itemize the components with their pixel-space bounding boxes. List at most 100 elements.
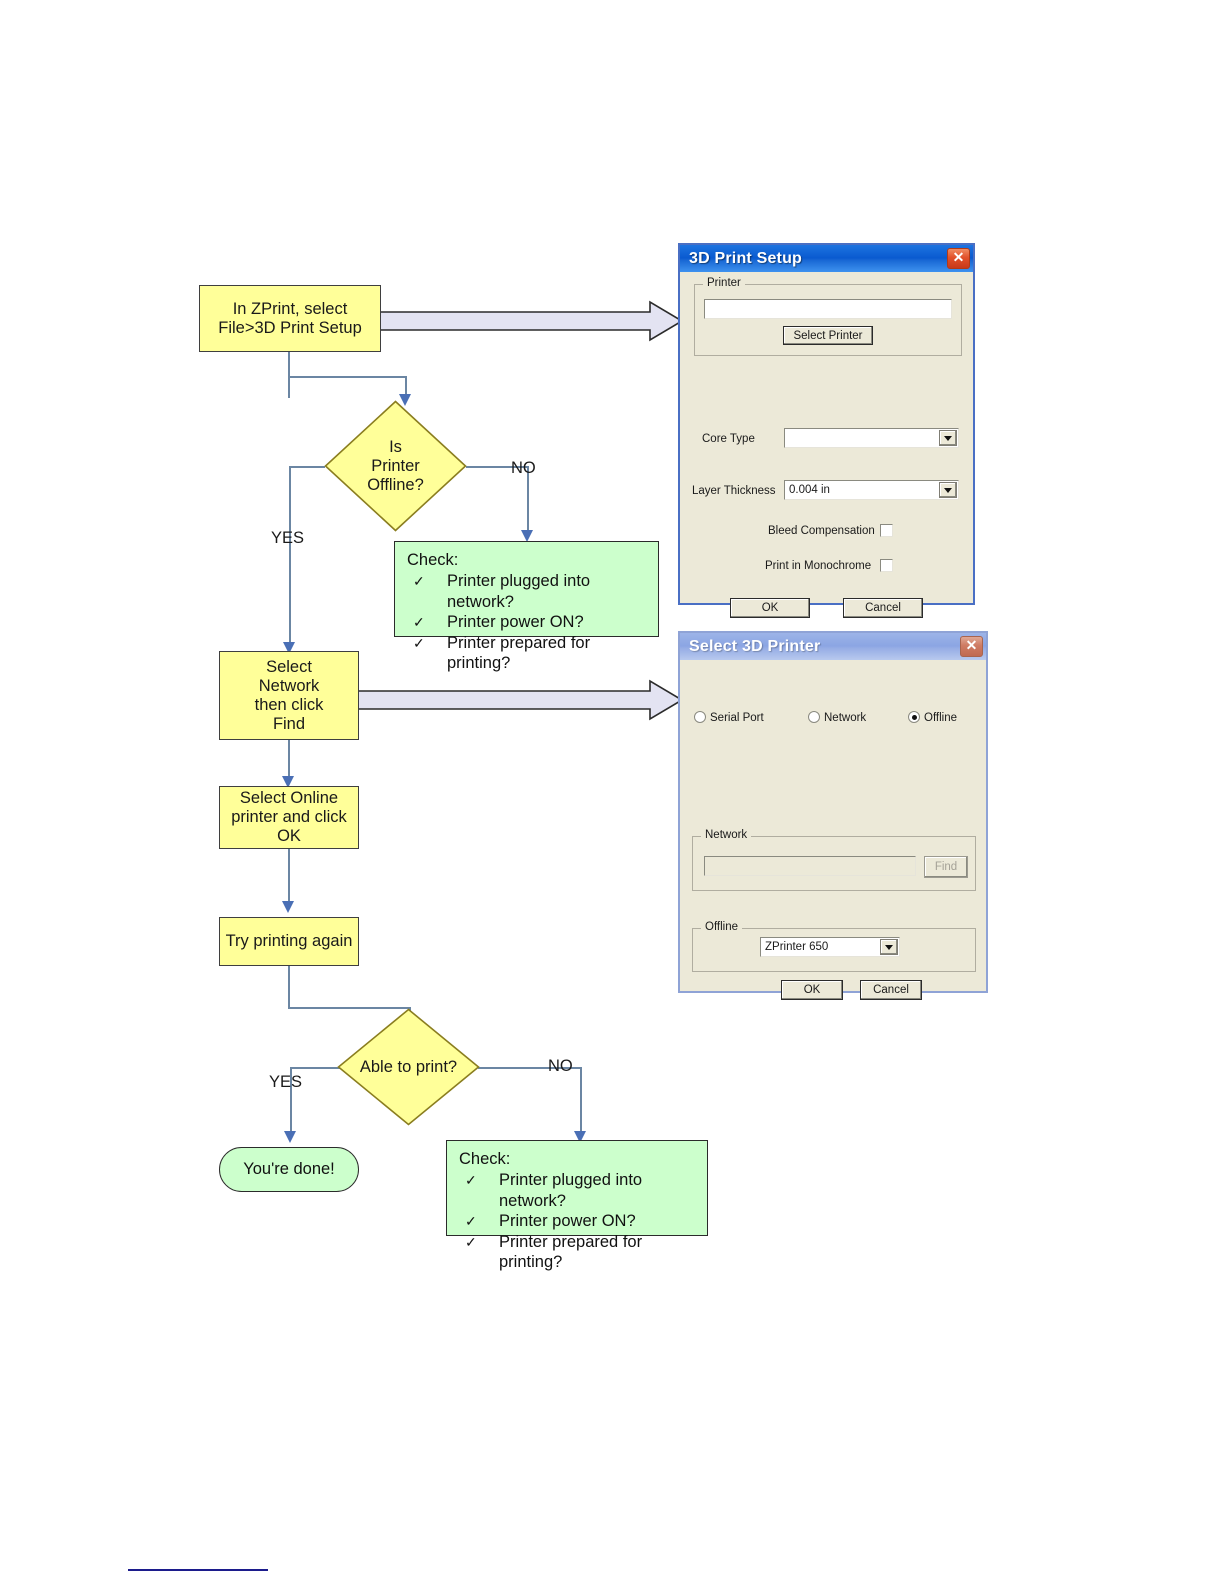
select-printer-button[interactable]: Select Printer <box>783 326 873 345</box>
flow-node-start-process-label: In ZPrint, select File>3D Print Setup <box>218 299 362 337</box>
printer-name-field[interactable] <box>704 299 952 319</box>
layer-thickness-value: 0.004 in <box>789 484 830 496</box>
dialog-select-3d-printer[interactable]: Select 3D Printer ✕ Serial Port Network … <box>678 631 988 1000</box>
connector-yes2-left <box>290 1067 342 1069</box>
print-monochrome-checkbox[interactable] <box>880 559 893 572</box>
list-item: ✓ Printer prepared for printing? <box>459 1232 697 1273</box>
flow-node-decision-able[interactable]: Able to print? <box>337 1008 480 1126</box>
arrowhead-to-try <box>282 901 294 913</box>
flow-node-decision-offline[interactable]: Is Printer Offline? <box>324 400 467 532</box>
list-item: ✓ Printer power ON? <box>407 612 648 633</box>
connector-into-decision1 <box>405 376 407 400</box>
block-arrow-to-select-printer <box>358 679 684 721</box>
branch-label-offline-no: NO <box>511 459 536 477</box>
list-item: ✓ Printer power ON? <box>459 1211 697 1232</box>
network-address-field[interactable] <box>704 856 916 876</box>
bleed-compensation-checkbox[interactable] <box>880 524 893 537</box>
check-panel-upper-header: Check: <box>407 551 459 569</box>
connector-start-down <box>288 352 290 398</box>
list-item: ✓ Printer prepared for printing? <box>407 633 648 674</box>
list-item: ✓ Printer plugged into network? <box>407 571 648 612</box>
connector-try-right <box>288 1007 410 1009</box>
print-setup-ok-button[interactable]: OK <box>730 598 810 618</box>
network-radio[interactable] <box>808 711 820 723</box>
print-monochrome-label: Print in Monochrome <box>765 560 872 572</box>
network-group: Network <box>692 829 976 891</box>
flow-node-select-network[interactable]: Select Network then click Find <box>219 651 359 740</box>
arrowhead-yes2 <box>284 1131 296 1143</box>
chevron-down-icon[interactable] <box>939 482 957 498</box>
serial-port-label: Serial Port <box>710 712 764 724</box>
offline-group-legend: Offline <box>701 921 743 933</box>
close-icon[interactable]: ✕ <box>960 636 983 657</box>
serial-port-radio[interactable] <box>694 711 706 723</box>
connector-start-right <box>288 376 406 378</box>
connector-yes1-left <box>289 466 325 468</box>
offline-radio[interactable] <box>908 711 920 723</box>
branch-label-able-yes: YES <box>269 1073 303 1091</box>
bleed-compensation-label: Bleed Compensation <box>768 525 875 537</box>
flow-node-select-online-label: Select Online printer and click OK <box>231 789 347 845</box>
flow-node-terminal-done-label: You're done! <box>243 1160 335 1178</box>
check-icon: ✓ <box>465 1213 477 1229</box>
check-panel-upper-list: ✓ Printer plugged into network? ✓ Printe… <box>407 571 648 674</box>
footnote-separator <box>128 1569 268 1571</box>
close-icon[interactable]: ✕ <box>947 248 970 269</box>
select-printer-ok-button[interactable]: OK <box>781 980 843 1000</box>
arrowhead-no1 <box>521 530 533 542</box>
core-type-combo[interactable] <box>784 428 959 448</box>
check-panel-lower-item-1: Printer power ON? <box>499 1212 636 1230</box>
offline-radio-label: Offline <box>924 712 958 724</box>
layer-thickness-combo[interactable]: 0.004 in <box>784 480 959 500</box>
flow-node-try-printing-label: Try printing again <box>225 932 353 950</box>
arrowhead-to-online <box>282 776 294 788</box>
check-icon: ✓ <box>413 634 425 651</box>
connector-yes2-down <box>290 1067 292 1139</box>
check-panel-upper: Check: ✓ Printer plugged into network? ✓… <box>394 541 659 672</box>
check-panel-lower-header: Check: <box>459 1150 511 1168</box>
check-panel-lower-list: ✓ Printer plugged into network? ✓ Printe… <box>459 1170 697 1273</box>
check-panel-upper-item-0: Printer plugged into network? <box>447 572 591 611</box>
check-icon: ✓ <box>465 1172 477 1188</box>
check-panel-upper-item-1: Printer power ON? <box>447 613 584 631</box>
check-panel-lower: Check: ✓ Printer plugged into network? ✓… <box>446 1140 708 1271</box>
flow-node-start-process[interactable]: In ZPrint, select File>3D Print Setup <box>199 285 381 352</box>
print-setup-cancel-button[interactable]: Cancel <box>843 598 923 618</box>
check-icon: ✓ <box>413 614 425 630</box>
dialog-print-setup-body: Printer Select Printer Core Type Layer T… <box>680 272 973 618</box>
check-icon: ✓ <box>465 1233 477 1250</box>
network-group-legend: Network <box>701 829 752 841</box>
chevron-down-icon[interactable] <box>880 939 898 955</box>
connector-try-down <box>288 966 290 1008</box>
flow-node-select-online[interactable]: Select Online printer and click OK <box>219 786 359 849</box>
block-arrow-to-print-setup <box>374 300 684 342</box>
dialog-select-printer-title: Select 3D Printer <box>689 637 821 655</box>
find-button[interactable]: Find <box>924 856 968 878</box>
printer-group: Printer <box>694 277 962 356</box>
connector-yes1-down <box>289 466 291 650</box>
branch-label-able-no: NO <box>548 1057 573 1075</box>
check-panel-lower-item-2: Printer prepared for printing? <box>499 1232 643 1272</box>
connector-no2-down <box>580 1067 582 1139</box>
offline-printer-combo[interactable]: ZPrinter 650 <box>760 937 900 957</box>
branch-label-offline-yes: YES <box>271 529 305 547</box>
dialog-print-setup-titlebar[interactable]: 3D Print Setup ✕ <box>680 245 973 272</box>
connector-no2-right <box>478 1067 581 1069</box>
check-icon: ✓ <box>413 573 425 589</box>
layer-thickness-label: Layer Thickness <box>692 485 776 497</box>
network-radio-label: Network <box>824 712 867 724</box>
dialog-3d-print-setup[interactable]: 3D Print Setup ✕ Printer Select Printer … <box>678 243 975 618</box>
connector-online-to-try <box>288 849 290 909</box>
flow-node-terminal-done[interactable]: You're done! <box>219 1147 359 1192</box>
printer-group-legend: Printer <box>703 277 745 289</box>
check-panel-lower-item-0: Printer plugged into network? <box>499 1171 643 1210</box>
connector-network-to-online <box>288 740 290 784</box>
core-type-label: Core Type <box>702 433 755 445</box>
offline-group: Offline <box>692 921 976 972</box>
flow-node-try-printing[interactable]: Try printing again <box>219 917 359 966</box>
arrowhead-into-decision1 <box>399 394 411 406</box>
dialog-select-printer-titlebar[interactable]: Select 3D Printer ✕ <box>680 633 986 660</box>
select-printer-cancel-button[interactable]: Cancel <box>860 980 922 1000</box>
chevron-down-icon[interactable] <box>939 430 957 446</box>
